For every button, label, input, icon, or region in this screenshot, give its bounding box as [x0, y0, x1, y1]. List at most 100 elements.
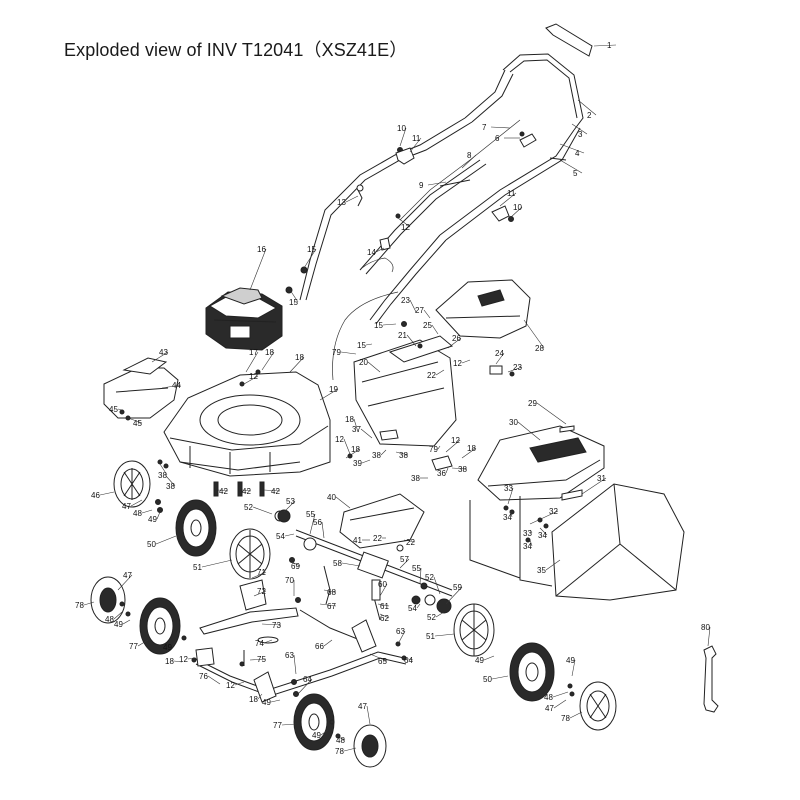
callout-77: 77: [129, 642, 138, 651]
callout-leader-71: [251, 571, 267, 579]
wheel-front-right-tyre: [293, 693, 335, 751]
callout-12: 12: [249, 372, 258, 381]
callout-44: 44: [172, 381, 181, 390]
callout-leader-26: [447, 337, 462, 349]
callout-leader-2: [577, 99, 597, 116]
callout-28: 28: [535, 344, 544, 353]
callout-80: 80: [701, 623, 710, 632]
callout-leader-11: [409, 137, 422, 153]
callout-leader-48: [141, 509, 153, 514]
callout-31: 31: [597, 474, 606, 483]
callout-49: 49: [475, 656, 484, 665]
callout-leader-36: [445, 467, 449, 474]
callout-leader-63: [293, 654, 297, 675]
callout-leader-5: [559, 159, 583, 174]
callout-78: 78: [75, 601, 84, 610]
callout-50: 50: [147, 540, 156, 549]
callout-leader-38: [159, 463, 168, 476]
lower-handle: [299, 117, 537, 381]
page-title: Exploded view of INV T12041（XSZ41E）: [64, 40, 408, 60]
callout-leader-38: [165, 475, 176, 487]
callout-56: 56: [313, 518, 322, 527]
callout-leader-16: [249, 248, 267, 291]
callout-42: 42: [242, 487, 251, 496]
callout-77: 77: [273, 721, 282, 730]
callout-leader-48: [552, 691, 569, 698]
callout-49: 49: [566, 656, 575, 665]
callout-34: 34: [523, 542, 532, 551]
callout-leader-24: [495, 352, 505, 365]
callout-53: 53: [286, 497, 295, 506]
callout-48: 48: [133, 509, 142, 518]
callout-18: 18: [345, 415, 354, 424]
callout-leader-72: [253, 590, 267, 597]
callout-76: 76: [199, 672, 208, 681]
wheel-rear-right-tyre: [509, 642, 555, 702]
handle-hardware: [285, 131, 567, 294]
callout-leader-21: [406, 334, 417, 347]
callout-leader-12: [243, 375, 259, 385]
callout-38: 38: [411, 474, 420, 483]
callout-20: 20: [359, 358, 368, 367]
callout-19: 19: [329, 385, 338, 394]
callout-leader-52: [252, 506, 273, 515]
callout-23: 23: [513, 363, 522, 372]
callout-18: 18: [351, 445, 360, 454]
callout-leader-79: [437, 445, 441, 450]
callout-leader-33: [507, 487, 514, 505]
callout-leader-3: [571, 123, 588, 135]
callout-leader-9: [427, 181, 447, 186]
callout-10: 10: [397, 124, 406, 133]
engine: [205, 287, 283, 351]
callout-leader-60: [379, 583, 388, 597]
callout-leader-14: [375, 247, 385, 253]
callout-leader-48: [113, 611, 123, 620]
callout-leader-67: [319, 603, 337, 607]
wheel-front-left-hubcap: [90, 576, 126, 624]
callout-74: 74: [255, 639, 264, 648]
callout-49: 49: [262, 698, 271, 707]
callout-32: 32: [549, 507, 558, 516]
callout-leader-78: [343, 747, 357, 752]
callout-leader-58: [341, 562, 361, 567]
callout-leader-47: [117, 574, 133, 591]
callout-leader-49: [571, 659, 576, 677]
callout-79: 79: [429, 445, 438, 454]
callout-57: 57: [400, 555, 409, 564]
callout-30: 30: [509, 418, 518, 427]
callout-67: 67: [327, 602, 336, 611]
callout-leader-54: [284, 533, 295, 537]
spanner: [703, 645, 719, 713]
callout-leader-63: [397, 630, 406, 645]
callout-42: 42: [271, 487, 280, 496]
callout-leader-22: [435, 369, 445, 376]
grass-box-frame: [469, 425, 605, 587]
callout-leader-43: [151, 351, 169, 363]
callout-leader-51: [201, 559, 233, 568]
callout-leader-79: [340, 351, 357, 355]
callout-13: 13: [337, 198, 346, 207]
callout-leader-47: [366, 705, 371, 725]
callout-leader-75: [249, 658, 267, 661]
callout-leader-18: [173, 660, 183, 663]
callout-leader-52: [435, 611, 445, 618]
callout-12: 12: [453, 359, 462, 368]
callout-7: 7: [482, 123, 487, 132]
callout-leader-12: [445, 439, 461, 453]
callout-leader-55: [309, 513, 316, 535]
callout-18: 18: [295, 353, 304, 362]
callout-leader-61: [377, 603, 390, 607]
callout-12: 12: [451, 436, 460, 445]
callout-leader-30: [517, 421, 541, 441]
callout-18: 18: [165, 657, 174, 666]
callout-leader-11: [499, 192, 517, 207]
callout-78: 78: [335, 747, 344, 756]
callout-47: 47: [122, 502, 131, 511]
callout-leader-38: [380, 449, 387, 456]
callout-29: 29: [528, 399, 537, 408]
callout-leader-55: [419, 567, 422, 585]
callout-16: 16: [257, 245, 266, 254]
callout-40: 40: [327, 493, 336, 502]
callout-73: 73: [272, 621, 281, 630]
callout-62: 62: [380, 614, 389, 623]
